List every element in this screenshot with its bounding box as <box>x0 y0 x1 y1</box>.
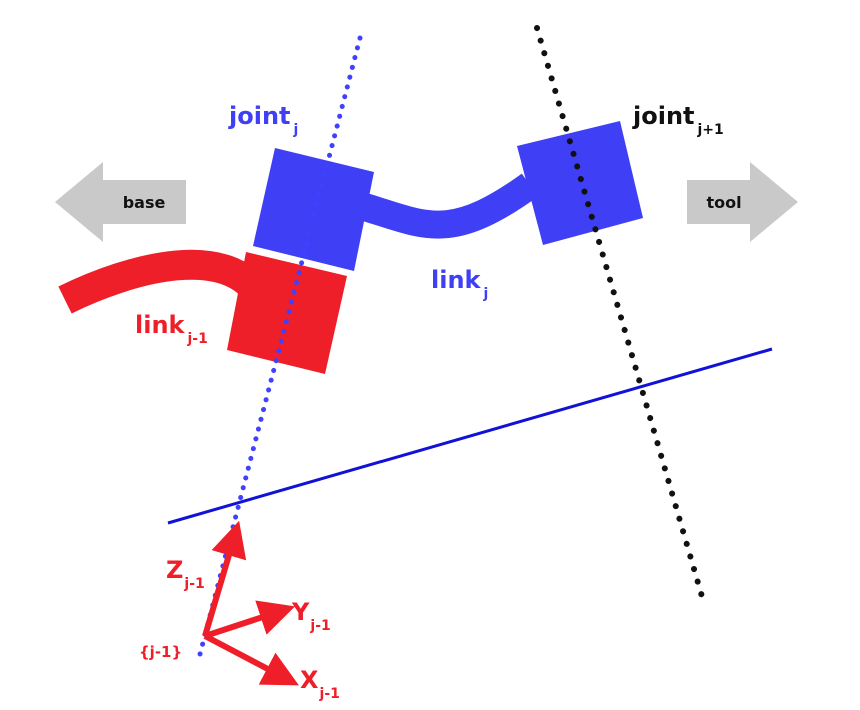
link-j <box>336 173 539 239</box>
z-axis-arrow <box>202 520 247 637</box>
base-label: base <box>123 193 166 212</box>
x-axis-arrow <box>203 633 299 686</box>
base-arrow: base <box>55 162 186 242</box>
z-axis-label: Zj-1 <box>166 556 205 592</box>
common-normal-line <box>167 347 773 525</box>
frame-j-minus-1 <box>202 520 299 686</box>
joint-j-plus-1-box <box>517 121 643 245</box>
frame-name-label: {j-1} <box>139 643 182 661</box>
y-axis-arrow <box>204 600 296 639</box>
tool-label: tool <box>706 193 741 212</box>
x-axis-label: Xj-1 <box>300 666 340 702</box>
link-j-minus-1 <box>58 249 276 314</box>
joint-j-box <box>253 148 374 271</box>
y-axis-label: Yj-1 <box>291 598 331 634</box>
joint-j-plus-1-axis <box>534 25 706 603</box>
tool-arrow: tool <box>687 162 798 242</box>
